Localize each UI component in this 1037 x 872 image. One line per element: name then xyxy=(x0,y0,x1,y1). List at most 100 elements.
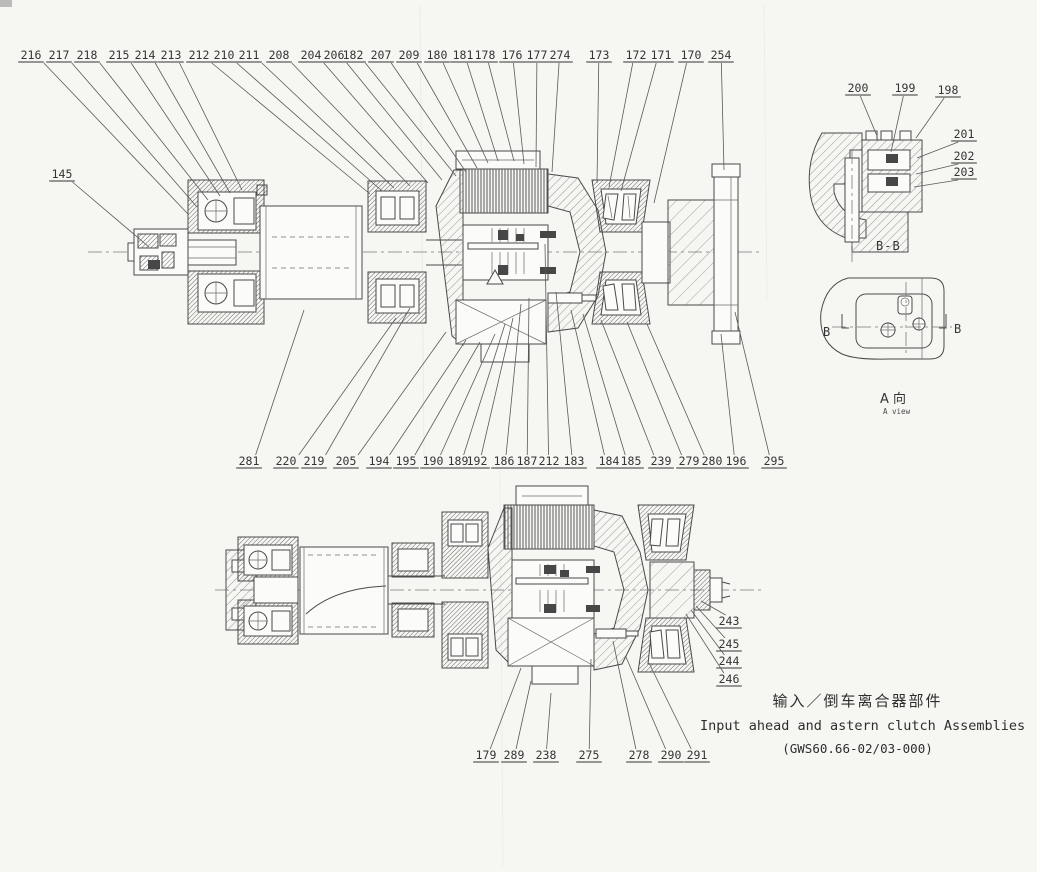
part-label-254: 254 xyxy=(708,48,734,171)
part-number-text: 215 xyxy=(109,48,130,62)
part-label-200: 200 xyxy=(845,81,878,137)
part-number-text: 217 xyxy=(49,48,70,62)
part-number-text: 220 xyxy=(276,454,297,468)
part-number-text: 203 xyxy=(954,165,975,179)
part-label-214: 214 xyxy=(132,48,231,194)
part-label-275: 275 xyxy=(576,658,602,763)
part-number-text: 177 xyxy=(527,48,548,62)
part-label-187: 187 xyxy=(514,297,540,469)
part-label-295: 295 xyxy=(734,311,787,469)
part-label-212: 212 xyxy=(536,243,562,469)
part-number-text: 218 xyxy=(77,48,98,62)
part-number-text: 186 xyxy=(494,454,515,468)
part-number-text: 201 xyxy=(954,127,975,141)
part-number-text: 275 xyxy=(579,748,600,762)
part-number-text: 208 xyxy=(269,48,290,62)
part-number-text: 291 xyxy=(687,748,708,762)
section-bb-caption: B-B xyxy=(876,239,901,253)
part-number-text: 207 xyxy=(371,48,392,62)
bearing-block-left xyxy=(187,179,268,325)
part-number-text: 182 xyxy=(343,48,364,62)
clutch-housing-lower xyxy=(487,485,649,685)
part-number-text: 189 xyxy=(448,454,469,468)
left-end-fitting xyxy=(127,228,237,276)
part-number-text: 295 xyxy=(764,454,785,468)
part-label-186: 186 xyxy=(491,303,522,469)
paper-creases xyxy=(0,0,425,456)
part-label-246: 246 xyxy=(685,613,742,687)
clutch-housing-upper xyxy=(435,150,607,363)
part-label-207: 207 xyxy=(368,48,467,173)
section-bb-drawing: B-B xyxy=(808,130,923,262)
part-number-text: 202 xyxy=(954,149,975,163)
part-label-196: 196 xyxy=(720,333,749,469)
part-number-text: 172 xyxy=(626,48,647,62)
part-number-text: 173 xyxy=(589,48,610,62)
part-number-text: 198 xyxy=(938,83,959,97)
part-number-text: 205 xyxy=(336,454,357,468)
part-label-218: 218 xyxy=(74,48,209,201)
part-label-170: 170 xyxy=(653,48,704,204)
part-number-text: 238 xyxy=(536,748,557,762)
part-label-280: 280 xyxy=(646,323,725,469)
lower-right-bearings xyxy=(637,504,695,673)
part-label-177: 177 xyxy=(524,48,550,168)
part-label-181: 181 xyxy=(450,48,499,162)
part-number-text: 212 xyxy=(539,454,560,468)
part-number-text: 170 xyxy=(681,48,702,62)
part-label-182: 182 xyxy=(340,48,457,177)
part-label-178: 178 xyxy=(472,48,515,162)
part-label-243: 243 xyxy=(700,600,742,629)
part-label-195: 195 xyxy=(393,341,481,469)
part-label-201: 201 xyxy=(916,127,977,159)
part-label-211: 211 xyxy=(236,48,395,189)
part-number-text: 239 xyxy=(651,454,672,468)
part-label-208: 208 xyxy=(266,48,411,187)
part-number-text: 274 xyxy=(550,48,571,62)
part-label-281: 281 xyxy=(236,309,305,469)
gear-drum xyxy=(259,205,363,300)
part-label-184: 184 xyxy=(570,309,622,469)
part-label-189: 189 xyxy=(445,323,506,469)
a-view-caption-cn: A 向 xyxy=(880,391,906,407)
part-number-text: 245 xyxy=(719,637,740,651)
part-number-text: 199 xyxy=(895,81,916,95)
part-number-text: 212 xyxy=(189,48,210,62)
title-english: Input ahead and astern clutch Assemblies xyxy=(700,718,1026,734)
part-label-213: 213 xyxy=(158,48,243,191)
part-label-176: 176 xyxy=(499,48,525,165)
part-number-text: 244 xyxy=(719,654,740,668)
part-label-172: 172 xyxy=(608,48,649,188)
part-label-145: 145 xyxy=(49,167,150,248)
part-label-173: 173 xyxy=(586,48,612,184)
part-label-279: 279 xyxy=(626,321,702,469)
part-number-text: 289 xyxy=(504,748,525,762)
part-number-text: 206 xyxy=(324,48,345,62)
part-number-text: 192 xyxy=(467,454,488,468)
part-number-text: 190 xyxy=(423,454,444,468)
part-number-text: 219 xyxy=(304,454,325,468)
part-label-203: 203 xyxy=(913,165,977,188)
part-label-179: 179 xyxy=(473,667,522,763)
part-label-220: 220 xyxy=(273,317,397,469)
part-label-239: 239 xyxy=(600,319,674,469)
b-mark-left: B xyxy=(823,325,830,339)
part-label-202: 202 xyxy=(915,149,977,175)
part-number-text: 196 xyxy=(726,454,747,468)
part-number-text: 209 xyxy=(399,48,420,62)
part-number-text: 243 xyxy=(719,614,740,628)
part-label-171: 171 xyxy=(620,48,674,192)
part-label-192: 192 xyxy=(464,317,514,469)
part-number-text: 171 xyxy=(651,48,672,62)
part-number-text: 183 xyxy=(564,454,585,468)
part-number-text: 204 xyxy=(301,48,322,62)
part-number-text: 211 xyxy=(239,48,260,62)
drawing-number: (GWS60.66-02/03-000) xyxy=(782,741,933,756)
bearing-block-mid xyxy=(367,180,462,324)
part-label-238: 238 xyxy=(533,692,559,763)
part-number-text: 210 xyxy=(214,48,235,62)
part-number-text: 216 xyxy=(21,48,42,62)
a-view-caption-en: A view xyxy=(883,407,911,416)
